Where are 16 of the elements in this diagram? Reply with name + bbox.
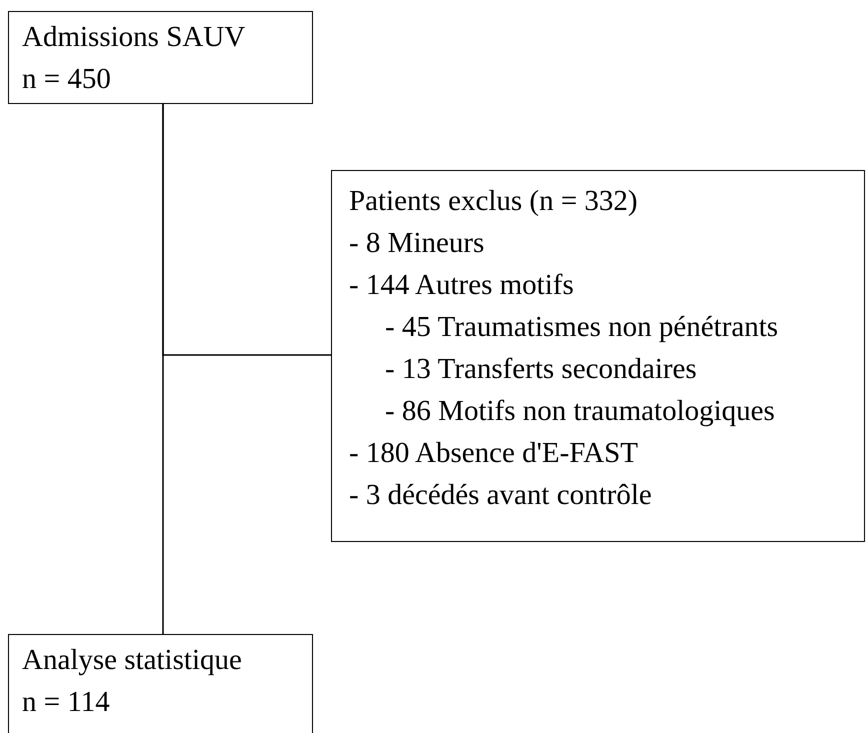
- process-box: [8, 634, 313, 733]
- box-text: - 180 Absence d'E-FAST: [349, 436, 638, 471]
- box-text: n = 450: [22, 62, 111, 97]
- box-text: n = 114: [22, 685, 110, 720]
- box-text: - 45 Traumatismes non pénétrants: [385, 310, 778, 345]
- box-heading: Patients exclus (n = 332): [349, 184, 638, 219]
- box-text: - 144 Autres motifs: [349, 268, 574, 303]
- box-text: - 86 Motifs non traumatologiques: [385, 394, 775, 429]
- box-text: - 13 Transferts secondaires: [385, 352, 697, 387]
- box-heading: Analyse statistique: [22, 643, 242, 678]
- process-box: [331, 170, 865, 542]
- box-text: - 8 Mineurs: [349, 226, 484, 261]
- connector-line: [162, 104, 164, 634]
- process-box: [8, 11, 313, 104]
- box-heading: Admissions SAUV: [22, 20, 246, 55]
- box-text: - 3 décédés avant contrôle: [349, 478, 652, 513]
